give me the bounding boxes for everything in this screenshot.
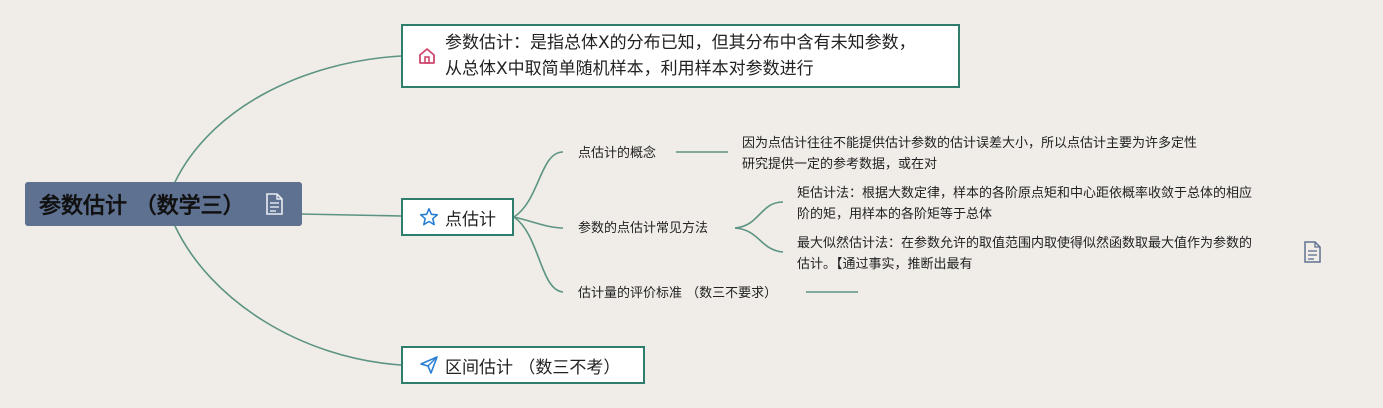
send-icon	[419, 355, 439, 375]
link-methods-mle	[734, 227, 784, 253]
moment-method[interactable]: 矩估计法：根据大数定律，样本的各阶原点矩和中心距依概率收敛于总体的相应 阶的矩，…	[797, 183, 1252, 225]
definition-line-1: 参数估计：是指总体X的分布已知，但其分布中含有未知参数，	[445, 33, 916, 53]
branch-point-estimation[interactable]: 点估计	[401, 198, 514, 236]
home-icon	[417, 46, 437, 66]
link-point-criteria	[513, 216, 564, 293]
mle-method[interactable]: 最大似然估计法：在参数允许的取值范围内取使得似然函数取最大值作为参数的 估计。【…	[797, 233, 1252, 275]
star-icon	[419, 207, 439, 227]
mle-line-1: 最大似然估计法：在参数允许的取值范围内取使得似然函数取最大值作为参数的	[797, 236, 1253, 251]
document-icon[interactable]	[1303, 241, 1321, 263]
concept-detail-line-1: 因为点估计往往不能提供估计参数的估计误差大小，所以点估计主要为许多定性	[742, 136, 1198, 151]
moment-line-1: 矩估计法：根据大数定律，样本的各阶原点矩和中心距依概率收敛于总体的相应	[797, 186, 1253, 201]
concept-detail[interactable]: 因为点估计往往不能提供估计参数的估计误差大小，所以点估计主要为许多定性 研究提供…	[742, 133, 1197, 175]
link-root-branch3	[174, 225, 402, 366]
sub-topic-methods[interactable]: 参数的点估计常见方法	[578, 221, 709, 236]
link-point-methods	[513, 216, 564, 229]
root-title: 参数估计 （数学三）	[39, 194, 245, 219]
link-root-branch2	[299, 213, 402, 217]
moment-line-2: 阶的矩，用样本的各阶矩等于总体	[797, 207, 993, 222]
root-topic[interactable]: 参数估计 （数学三）	[25, 182, 302, 226]
mle-line-2: 估计。【通过事实，推断出最有	[797, 257, 973, 272]
sub-topic-concept[interactable]: 点估计的概念	[578, 146, 657, 161]
link-root-branch1	[174, 55, 402, 183]
branch-interval-estimation[interactable]: 区间估计 （数三不考）	[401, 346, 645, 384]
branch-definition[interactable]: 参数估计：是指总体X的分布已知，但其分布中含有未知参数， 从总体X中取简单随机样…	[401, 24, 960, 88]
link-point-concept	[513, 151, 564, 218]
point-estimation-label: 点估计	[445, 209, 496, 230]
sub-topic-criteria[interactable]: 估计量的评价标准 （数三不要求）	[578, 286, 778, 301]
interval-estimation-label: 区间估计 （数三不考）	[445, 357, 621, 378]
link-methods-moment	[734, 201, 784, 229]
document-icon[interactable]	[265, 193, 283, 215]
concept-detail-line-2: 研究提供一定的参考数据，或在对	[742, 157, 938, 172]
definition-line-2: 从总体X中取简单随机样本，利用样本对参数进行	[445, 59, 814, 79]
